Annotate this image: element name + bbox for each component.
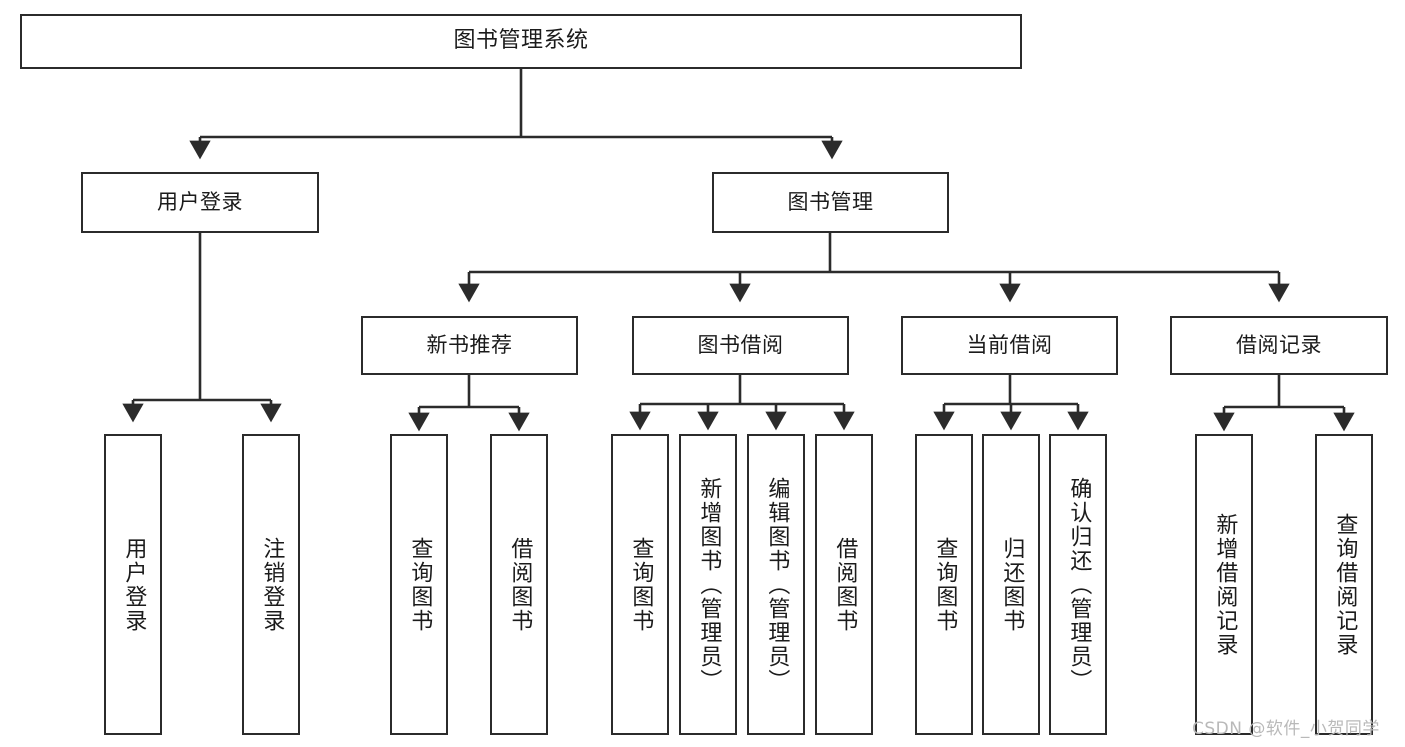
node-borrow-record[interactable]: 借阅记录 xyxy=(1170,316,1388,375)
node-label: 新书推荐 xyxy=(426,332,513,357)
csdn-watermark: CSDN @软件_小贺同学 xyxy=(1192,719,1380,739)
node-user-login[interactable]: 用户登录 xyxy=(81,172,319,233)
node-new-book-recommend[interactable]: 新书推荐 xyxy=(361,316,578,375)
node-label: 注销登录 xyxy=(259,536,285,633)
node-label: 归还图书 xyxy=(999,536,1025,633)
node-leaf-add-book[interactable]: 新增图书（管理员） xyxy=(679,434,737,735)
node-leaf-confirm-return[interactable]: 确认归还（管理员） xyxy=(1049,434,1107,735)
node-label: 图书管理 xyxy=(787,189,874,214)
node-leaf-return-book[interactable]: 归还图书 xyxy=(982,434,1040,735)
node-label: 查询图书 xyxy=(407,536,433,633)
node-label: 借阅记录 xyxy=(1236,332,1322,357)
node-leaf-edit-book[interactable]: 编辑图书（管理员） xyxy=(747,434,805,735)
node-leaf-query-book-3[interactable]: 查询图书 xyxy=(915,434,973,735)
node-label: 用户登录 xyxy=(121,536,147,633)
node-label: 借阅图书 xyxy=(507,536,533,633)
node-leaf-user-login[interactable]: 用户登录 xyxy=(104,434,162,735)
node-label: 图书管理系统 xyxy=(453,28,589,54)
node-label: 查询图书 xyxy=(628,536,654,633)
node-label: 查询借阅记录 xyxy=(1332,512,1358,657)
node-leaf-logout[interactable]: 注销登录 xyxy=(242,434,300,735)
node-leaf-query-book-1[interactable]: 查询图书 xyxy=(390,434,448,735)
node-label: 当前借阅 xyxy=(966,332,1053,357)
node-label: 查询图书 xyxy=(932,536,958,633)
node-leaf-borrow-book-2[interactable]: 借阅图书 xyxy=(815,434,873,735)
node-label: 图书借阅 xyxy=(697,332,784,357)
node-leaf-query-book-2[interactable]: 查询图书 xyxy=(611,434,669,735)
node-leaf-add-record[interactable]: 新增借阅记录 xyxy=(1195,434,1253,735)
node-book-borrow[interactable]: 图书借阅 xyxy=(632,316,849,375)
node-label: 用户登录 xyxy=(157,189,243,214)
node-label: 新增图书（管理员） xyxy=(696,476,722,693)
node-current-borrow[interactable]: 当前借阅 xyxy=(901,316,1118,375)
node-label: 借阅图书 xyxy=(832,536,858,633)
node-book-management[interactable]: 图书管理 xyxy=(712,172,949,233)
node-label: 新增借阅记录 xyxy=(1212,512,1238,657)
node-book-management-system[interactable]: 图书管理系统 xyxy=(20,14,1022,69)
node-leaf-borrow-book-1[interactable]: 借阅图书 xyxy=(490,434,548,735)
node-label: 编辑图书（管理员） xyxy=(764,476,790,693)
node-label: 确认归还（管理员） xyxy=(1066,476,1092,693)
node-leaf-query-record[interactable]: 查询借阅记录 xyxy=(1315,434,1373,735)
